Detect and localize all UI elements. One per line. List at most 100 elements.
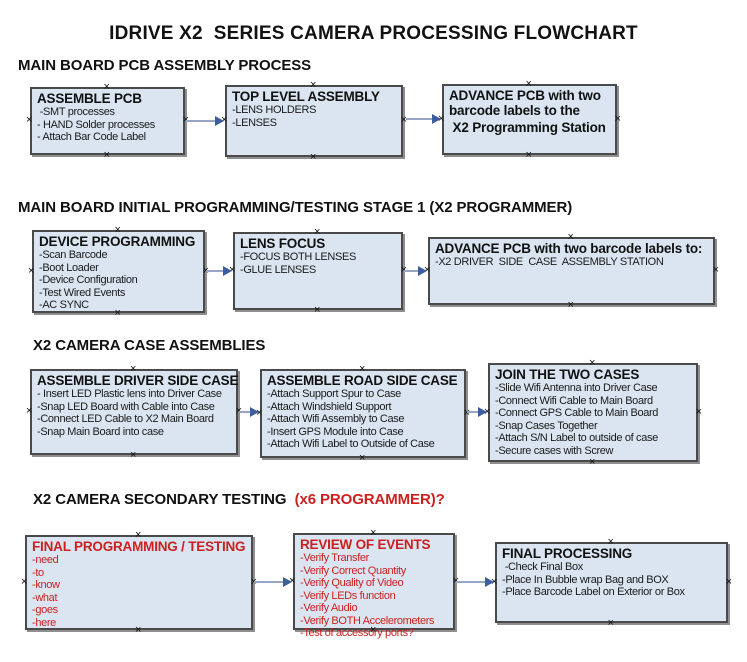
box-item: -Verify BOTH Accelerometers: [300, 614, 435, 627]
box-item: -Connect GPS Cable to Main Board: [495, 407, 659, 419]
flow-arrow: [456, 577, 494, 587]
arrow-line: [186, 120, 219, 122]
box-title: LENS FOCUS: [240, 236, 326, 251]
box-item: -Snap Main Board into case: [37, 425, 164, 438]
flow-box-assemble-road-side-case: ASSEMBLE ROAD SIDE CASE -Attach Support …: [260, 369, 466, 458]
flow-box-advance-pcb-programming-station: ADVANCE PCB with two barcode labels to t…: [442, 84, 617, 155]
flow-box-join-two-cases: JOIN THE TWO CASES -Slide Wifi Antenna i…: [488, 363, 698, 462]
connection-handle-icon: [608, 619, 614, 627]
arrow-head-icon: [250, 407, 259, 417]
connection-handle-icon: [26, 116, 32, 124]
arrow-head-icon: [432, 114, 441, 124]
connection-handle-icon: [310, 81, 316, 89]
box-item: -Connect Wifi Cable to Main Board: [495, 394, 653, 407]
connection-handle-icon: [26, 407, 32, 415]
box-item: -Verify Correct Quantity: [300, 564, 406, 577]
connection-handle-icon: [359, 454, 365, 462]
box-item: -Snap Cases Together: [495, 419, 598, 432]
flow-box-advance-pcb-driver-side: ADVANCE PCB with two barcode labels to: …: [428, 237, 715, 305]
connection-handle-icon: [589, 359, 595, 367]
connection-handle-icon: [370, 626, 376, 634]
connection-handle-icon: [713, 266, 719, 274]
box-item: -LENSES: [232, 116, 277, 129]
box-item: - Attach Bar Code Label: [37, 131, 146, 143]
heading-black-part: X2 CAMERA SECONDARY TESTING: [33, 491, 295, 508]
arrow-head-icon: [215, 116, 224, 126]
box-item: -Place Barcode Label on Exterior or Box: [502, 586, 685, 598]
flow-box-review-of-events: REVIEW OF EVENTS -Verify Transfer -Verif…: [293, 533, 455, 639]
box-item: -Secure cases with Screw: [495, 444, 614, 457]
box-title: ADVANCE PCB with two barcode labels to:: [435, 241, 703, 256]
connection-handle-icon: [526, 151, 532, 159]
box-item: - HAND Solder processes: [37, 118, 155, 131]
box-item: -Attach Windshield Support: [267, 400, 392, 413]
box-item: X2 Programming Station: [449, 120, 606, 135]
connection-handle-icon: [115, 309, 121, 317]
section-heading-initial-programming: MAIN BOARD INITIAL PROGRAMMING/TESTING S…: [18, 199, 573, 216]
box-title: JOIN THE TWO CASES: [495, 367, 640, 382]
box-item: -Check Final Box: [502, 561, 584, 573]
connection-handle-icon: [28, 267, 34, 275]
connection-handle-icon: [104, 83, 110, 91]
box-item: - Insert LED Plastic lens into Driver Ca…: [37, 388, 222, 400]
box-item: -need: [32, 554, 59, 566]
flow-arrow: [406, 114, 441, 124]
connection-handle-icon: [104, 151, 110, 159]
box-item: -Attach Support Spur to Case: [267, 388, 401, 400]
section-heading-case-assemblies: X2 CAMERA CASE ASSEMBLIES: [33, 337, 266, 354]
connection-handle-icon: [608, 538, 614, 546]
flow-arrow: [254, 577, 292, 587]
connection-handle-icon: [589, 458, 595, 466]
box-item: -Insert GPS Module into Case: [267, 425, 404, 438]
box-item: -FOCUS BOTH LENSES: [240, 251, 356, 263]
flow-arrow: [239, 407, 259, 417]
arrow-line: [206, 270, 227, 272]
box-item: -AC SYNC: [39, 299, 89, 311]
connection-handle-icon: [135, 626, 141, 634]
connection-handle-icon: [310, 153, 316, 161]
box-item: -Slide Wifi Antenna into Driver Case: [495, 382, 658, 394]
box-title: FINAL PROCESSING: [502, 546, 633, 561]
connection-handle-icon: [726, 578, 732, 586]
box-item: -goes: [32, 604, 58, 616]
arrow-head-icon: [485, 577, 494, 587]
box-item: -Verify Transfer: [300, 552, 369, 564]
box-title: REVIEW OF EVENTS: [300, 537, 431, 552]
box-item: -Scan Barcode: [39, 249, 108, 261]
section-heading-secondary-testing: X2 CAMERA SECONDARY TESTING (x6 PROGRAMM…: [33, 491, 445, 508]
box-item: -GLUE LENSES: [240, 263, 316, 276]
connection-handle-icon: [314, 228, 320, 236]
arrow-line: [404, 270, 422, 272]
box-title: ASSEMBLE PCB: [37, 91, 142, 106]
box-item: -Verify Audio: [300, 602, 358, 614]
arrow-line: [456, 581, 489, 583]
box-item: -Attach Wifi Label to Outside of Case: [267, 438, 435, 450]
flow-arrow: [404, 266, 427, 276]
box-item: -Snap LED Board with Cable into Case: [37, 400, 215, 413]
box-item: -SMT processes: [37, 106, 115, 118]
arrow-head-icon: [418, 266, 427, 276]
connection-handle-icon: [21, 578, 27, 586]
flow-box-assemble-pcb: ASSEMBLE PCB -SMT processes - HAND Solde…: [30, 87, 185, 155]
flow-box-assemble-driver-side-case: ASSEMBLE DRIVER SIDE CASE - Insert LED P…: [30, 369, 238, 455]
flow-box-device-programming: DEVICE PROGRAMMING -Scan Barcode -Boot L…: [32, 230, 205, 313]
flow-box-top-level-assembly: TOP LEVEL ASSEMBLY -LENS HOLDERS -LENSES: [225, 85, 403, 157]
connection-handle-icon: [130, 365, 136, 373]
box-item: -Attach Wifi Assembly to Case: [267, 413, 405, 425]
connection-handle-icon: [135, 531, 141, 539]
heading-red-part: (x6 PROGRAMMER)?: [294, 491, 445, 508]
arrow-head-icon: [223, 266, 232, 276]
section-heading-pcb-assembly: MAIN BOARD PCB ASSEMBLY PROCESS: [18, 57, 312, 74]
box-item: -to: [32, 566, 44, 579]
flow-arrow: [206, 266, 232, 276]
box-title: DEVICE PROGRAMMING: [39, 234, 196, 249]
box-item: -know: [32, 579, 60, 591]
box-item: -Verify LEDs function: [300, 589, 396, 602]
flow-box-final-processing: FINAL PROCESSING -Check Final Box -Place…: [495, 542, 728, 623]
box-item: -Verify Quality of Video: [300, 577, 404, 589]
arrow-line: [239, 411, 254, 413]
connection-handle-icon: [615, 115, 621, 123]
box-item: -Boot Loader: [39, 261, 99, 274]
box-item: -Attach S/N Label to outside of case: [495, 432, 658, 444]
